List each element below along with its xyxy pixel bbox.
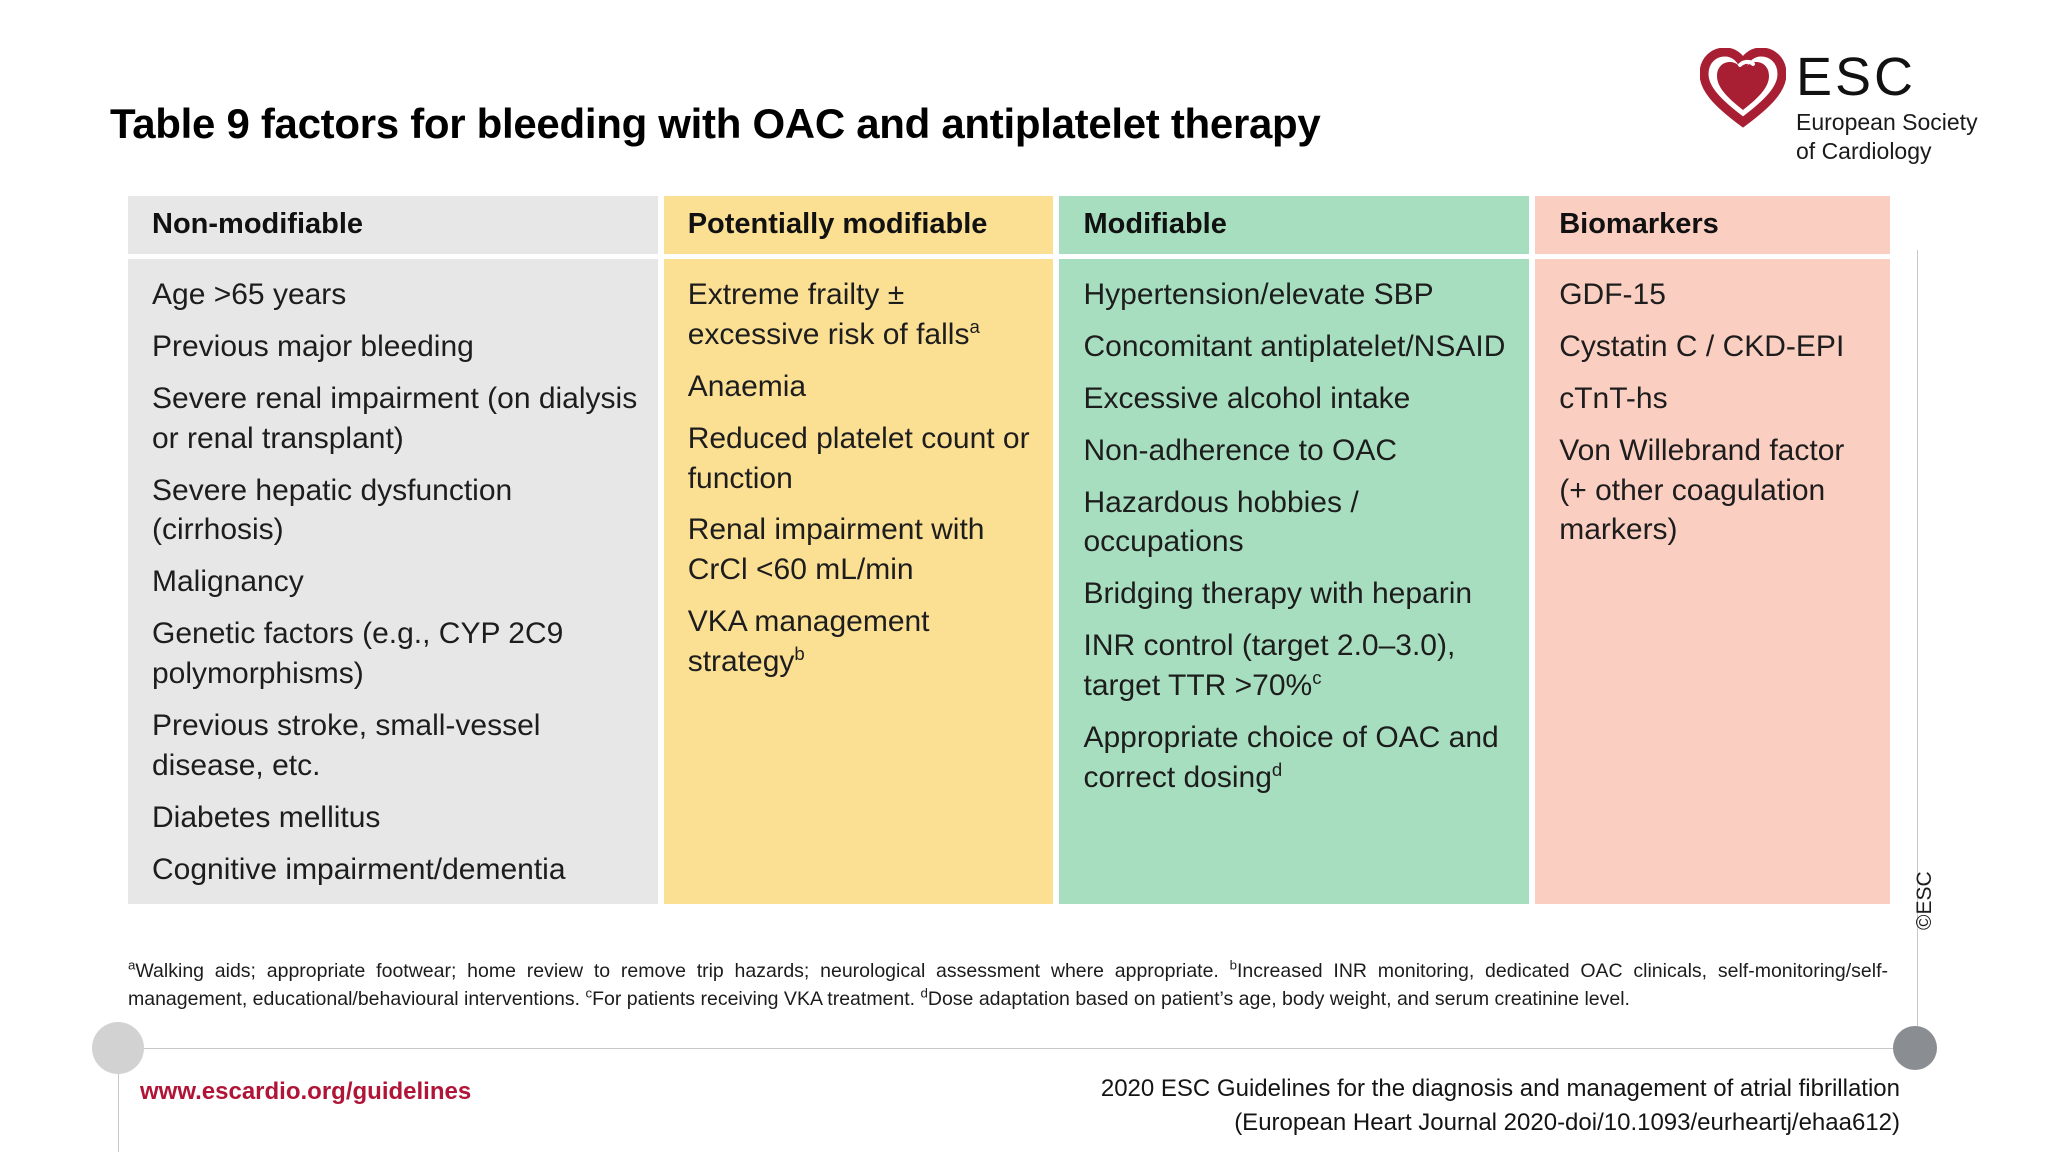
citation-line-2: (European Heart Journal 2020-doi/10.1093…	[1234, 1109, 1900, 1137]
page-title: Table 9 factors for bleeding with OAC an…	[110, 100, 1321, 147]
esc-subtitle-line1: European Society	[1796, 109, 1978, 135]
table-row: Concomitant antiplatelet/NSAID	[1083, 329, 1506, 363]
table-column-header: Biomarkers	[1535, 196, 1891, 254]
esc-acronym: ESC	[1796, 47, 1917, 107]
decorative-vertical-rule-right	[1917, 250, 1918, 1048]
table-row: Non-adherence to OAC	[1083, 433, 1397, 467]
table-row: Previous major bleeding	[152, 329, 474, 363]
table-row: GDF-15	[1559, 278, 1666, 311]
esc-heart-icon	[1699, 47, 1787, 128]
citation-block: 2020 ESC Guidelines for the diagnosis an…	[900, 1072, 1900, 1140]
table-row: Excessive alcohol intake	[1083, 381, 1411, 415]
table-row: Severe hepatic dysfunction (cirrhosis)	[152, 473, 513, 547]
table-row: Von Willebrand factor (+ other coagulati…	[1559, 433, 1845, 547]
table-row: Appropriate choice of OAC and correct do…	[1083, 721, 1499, 794]
table-row: Malignancy	[152, 565, 304, 599]
table-row: Genetic factors (e.g., CYP 2C9 polymorph…	[152, 617, 564, 691]
table-row: Bridging therapy with heparin	[1083, 577, 1473, 611]
decorative-dot-left	[92, 1022, 144, 1074]
table-row: Hypertension/elevate SBP	[1083, 278, 1434, 311]
table-row: Renal impairment with CrCl <60 mL/min	[687, 513, 985, 587]
copyright-label: ©ESC	[1913, 871, 1936, 930]
table-column-header: Potentially modifiable	[663, 196, 1054, 254]
table-row: Severe renal impairment (on dialysis or …	[152, 381, 638, 455]
table-column-body: Extreme frailty ± excessive risk of fall…	[663, 259, 1054, 904]
table-row: cTnT-hs	[1559, 381, 1668, 415]
table-row: INR control (target 2.0–3.0), target TTR…	[1083, 629, 1456, 703]
table-column-header: Non-modifiable	[128, 196, 658, 254]
decorative-horizontal-rule	[118, 1048, 1918, 1049]
esc-subtitle-line2: of Cardiology	[1796, 137, 1932, 164]
table-row: Anaemia	[687, 369, 807, 403]
table-row: Cognitive impairment/dementia	[152, 852, 566, 886]
table-column-body: Hypertension/elevate SBP Concomitant anti…	[1059, 259, 1530, 904]
table-row: Extreme frailty ± excessive risk of fall…	[687, 278, 980, 351]
table-row: Cystatin C / CKD-EPI	[1559, 329, 1845, 363]
table-row: Age >65 years	[152, 278, 347, 311]
decorative-vertical-rule-left	[118, 1048, 119, 1152]
table-row: Previous stroke, small-vessel disease, e…	[152, 709, 541, 782]
guidelines-url-link[interactable]: www.escardio.org/guidelines	[140, 1078, 472, 1105]
table-footnotes: aWalking aids; appropriate footwear; hom…	[128, 957, 1889, 1010]
table-row: Diabetes mellitus	[152, 800, 381, 834]
decorative-dot-right	[1893, 1026, 1937, 1070]
table-row: Reduced platelet count or function	[687, 421, 1030, 495]
table-row: VKA management strategyb	[687, 605, 930, 679]
citation-line-1: 2020 ESC Guidelines for the diagnosis an…	[1100, 1075, 1900, 1102]
table-row: Hazardous hobbies / occupations	[1083, 485, 1359, 559]
table-column-header: Modifiable	[1059, 196, 1530, 254]
